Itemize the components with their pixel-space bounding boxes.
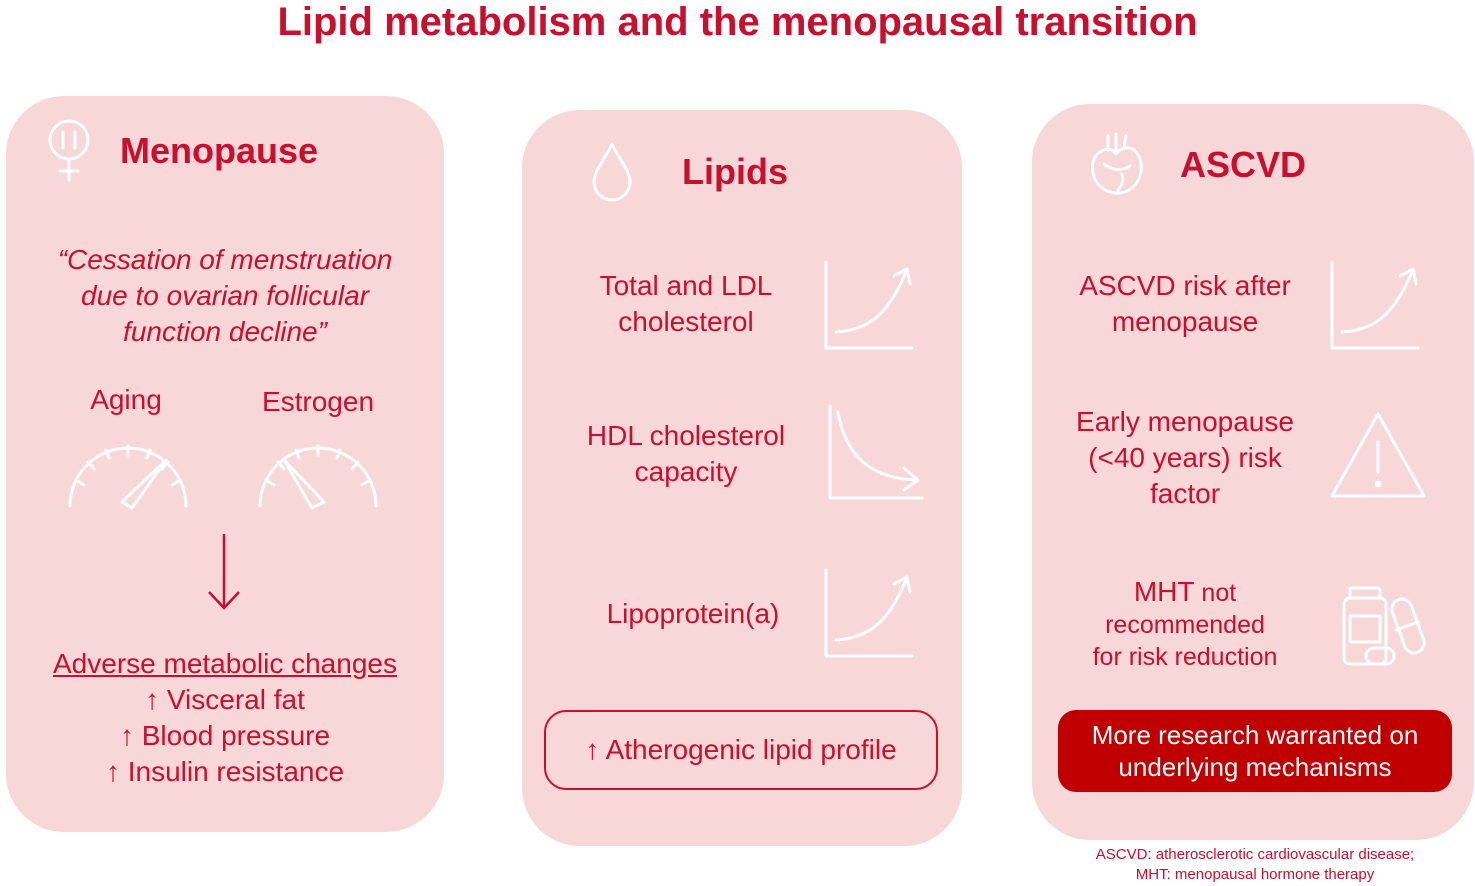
ascvd-item-mht: MHT not recommended for risk reduction xyxy=(1092,576,1278,671)
down-arrow-icon xyxy=(208,534,240,610)
ascvd-item-early-menopause: Early menopause (<40 years) risk factor xyxy=(1076,406,1294,509)
aging-label: Aging xyxy=(90,384,162,415)
medication-icon xyxy=(1342,586,1426,666)
page-title: Lipid metabolism and the menopausal tran… xyxy=(277,0,1198,44)
trend-up-icon xyxy=(824,568,914,658)
trend-up-icon xyxy=(824,260,914,350)
change-insulin-resistance: ↑ Insulin resistance xyxy=(105,756,345,787)
change-visceral-fat: ↑ Visceral fat xyxy=(145,684,305,715)
menopause-panel xyxy=(6,96,444,832)
trend-up-icon xyxy=(1330,260,1420,350)
lipid-item-hdl: HDL cholesterol capacity xyxy=(586,420,786,487)
footnote: ASCVD: atherosclerotic cardiovascular di… xyxy=(1095,846,1415,883)
female-symbol-icon xyxy=(48,119,90,182)
metabolic-changes: Adverse metabolic changes ↑ Visceral fat… xyxy=(10,646,440,790)
ascvd-item-risk: ASCVD risk after menopause xyxy=(1079,270,1291,337)
research-box: More research warranted on underlying me… xyxy=(1058,710,1452,792)
gauge-high-icon xyxy=(68,444,188,510)
drop-icon xyxy=(592,142,632,202)
lipid-item-lpa: Lipoprotein(a) xyxy=(606,598,780,629)
warning-icon xyxy=(1330,412,1426,498)
ascvd-heading: ASCVD xyxy=(1180,144,1307,185)
estrogen-label: Estrogen xyxy=(261,386,375,417)
atherogenic-profile-box: ↑ Atherogenic lipid profile xyxy=(544,710,938,790)
trend-down-icon xyxy=(828,404,924,500)
lipids-panel xyxy=(522,110,962,846)
heart-icon xyxy=(1091,132,1143,195)
change-blood-pressure: ↑ Blood pressure xyxy=(119,720,331,751)
metabolic-changes-title: Adverse metabolic changes xyxy=(53,648,397,679)
lipid-item-ldl: Total and LDL cholesterol xyxy=(599,270,773,337)
menopause-heading: Menopause xyxy=(120,130,319,171)
gauge-low-icon xyxy=(258,444,378,510)
menopause-definition: “Cessation of menstruation due to ovaria… xyxy=(57,244,393,347)
lipids-heading: Lipids xyxy=(682,151,788,192)
